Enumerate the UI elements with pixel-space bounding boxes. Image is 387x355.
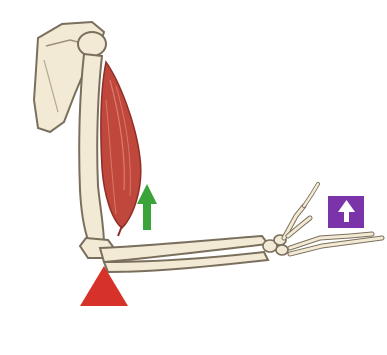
biceps-muscle [101, 62, 141, 236]
effort-arrow-icon [137, 184, 157, 230]
humerus-head [78, 32, 106, 56]
load-weight-icon [328, 196, 364, 228]
forearm [100, 236, 268, 272]
